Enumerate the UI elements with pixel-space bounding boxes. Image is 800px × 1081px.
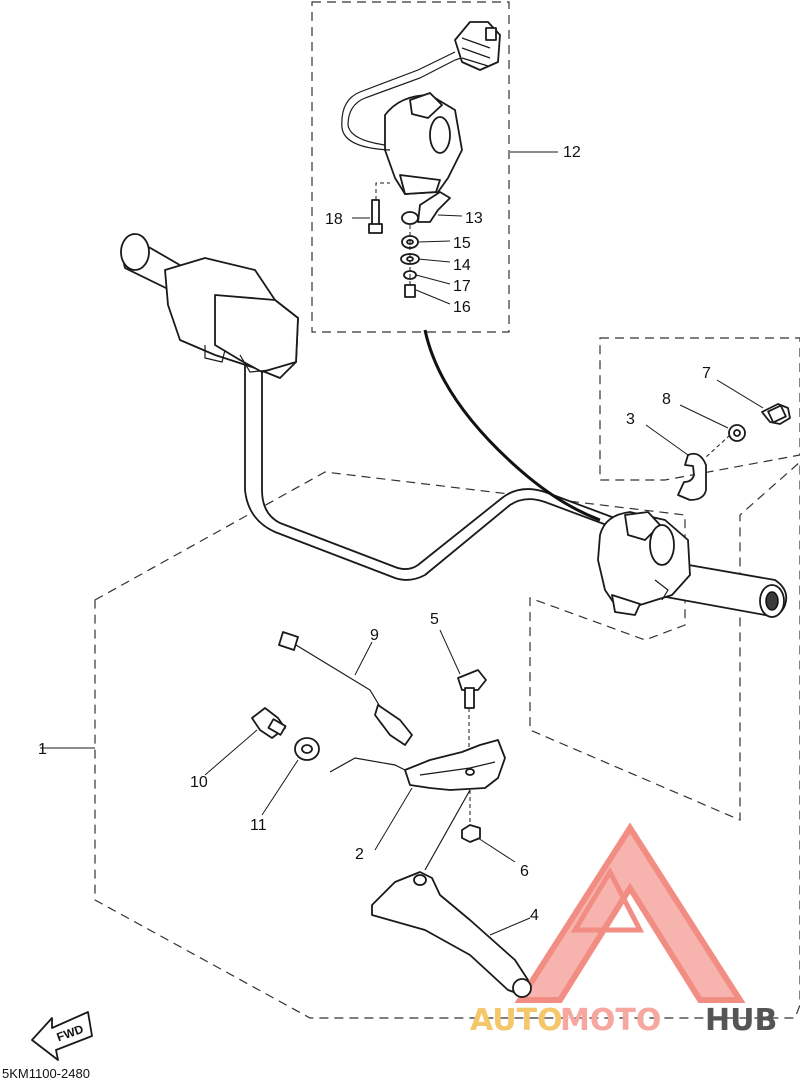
callout-14: 14 xyxy=(453,257,471,274)
wire-9 xyxy=(278,631,413,746)
drawing-code: 5KM1100-2480 xyxy=(2,1066,90,1081)
watermark-moto: MOTO xyxy=(560,1003,661,1038)
bolt-5 xyxy=(457,669,487,709)
callout-10: 10 xyxy=(190,774,208,791)
callout-13: 13 xyxy=(465,210,483,227)
nut-6 xyxy=(461,824,481,843)
fwd-arrow-icon: FWD xyxy=(31,1011,93,1061)
callout-15: 15 xyxy=(453,235,471,252)
left-grip-switch xyxy=(120,233,299,379)
callout-16: 16 xyxy=(453,299,471,316)
watermark-logo xyxy=(514,822,746,1003)
bracket-2 xyxy=(404,739,506,791)
callout-18: 18 xyxy=(325,211,343,228)
washer-8 xyxy=(728,424,746,442)
callout-7: 7 xyxy=(702,365,711,382)
watermark-auto: AUTO xyxy=(470,1003,563,1038)
callout-11: 11 xyxy=(250,817,267,834)
callout-4: 4 xyxy=(530,907,539,924)
assembly-outline-12 xyxy=(311,1,510,333)
screw-18 xyxy=(368,199,383,234)
adjuster-10 xyxy=(251,707,287,739)
right-switch-housing xyxy=(597,511,691,616)
callout-2: 2 xyxy=(355,846,364,863)
callout-6: 6 xyxy=(520,863,529,880)
locknut-11 xyxy=(294,737,320,761)
watermark-hub: HUB xyxy=(705,1003,777,1038)
switch-cable xyxy=(423,329,601,522)
screw-16 xyxy=(404,284,416,298)
switch-12 xyxy=(341,21,501,195)
bolt-7 xyxy=(761,403,791,425)
callout-5: 5 xyxy=(430,611,439,628)
bracket-13 xyxy=(401,191,451,225)
lever-4 xyxy=(371,871,532,998)
callout-8: 8 xyxy=(662,391,671,408)
bracket-3 xyxy=(677,452,707,501)
callout-9: 9 xyxy=(370,627,379,644)
watermark-text: AUTO MOTO HUB xyxy=(470,1003,777,1038)
callout-1: 1 xyxy=(38,741,47,758)
callout-3: 3 xyxy=(626,411,635,428)
callout-12: 12 xyxy=(563,144,581,161)
callout-17: 17 xyxy=(453,278,471,295)
assembly-outline-3 xyxy=(599,337,800,481)
